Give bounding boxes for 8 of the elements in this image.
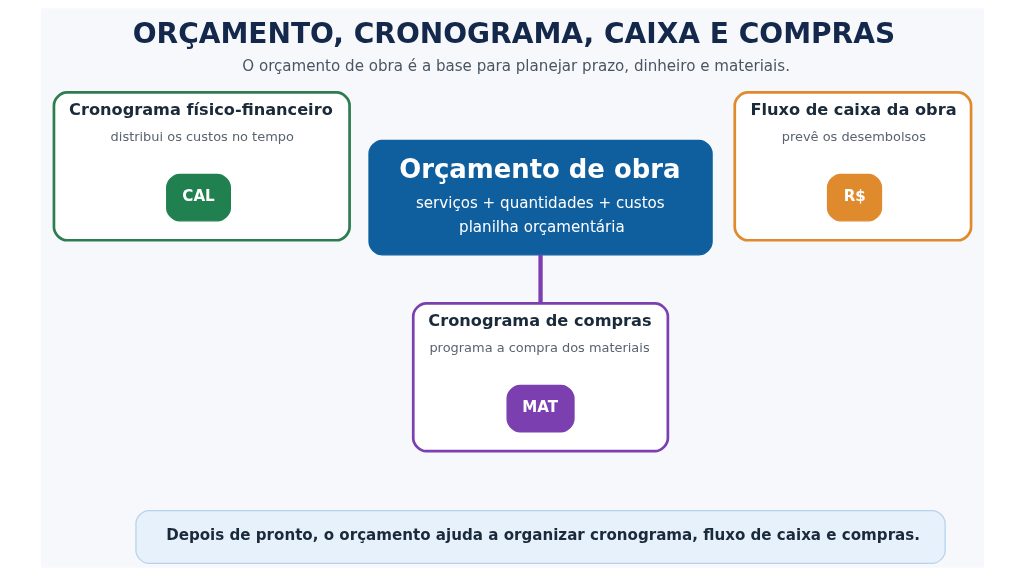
node-box: CAL [165,173,231,222]
node-box: Orçamento de obra serviços + quantidades + custos planilha orçamentária [367,139,713,256]
node-box: R$ [826,173,882,222]
node-box: MAT [505,384,575,433]
diagram-title: ORÇAMENTO, CRONOGRAMA, CAIXA E COMPRAS [132,16,895,50]
caption: O orçamento de obra é a base para planejar prazo, dinheiro e materiais. [241,57,790,76]
node-box: Depois de pronto, o orçamento ajuda a organizar cronograma, fluxo de caixa e compras. [134,509,946,565]
connector [537,254,543,304]
